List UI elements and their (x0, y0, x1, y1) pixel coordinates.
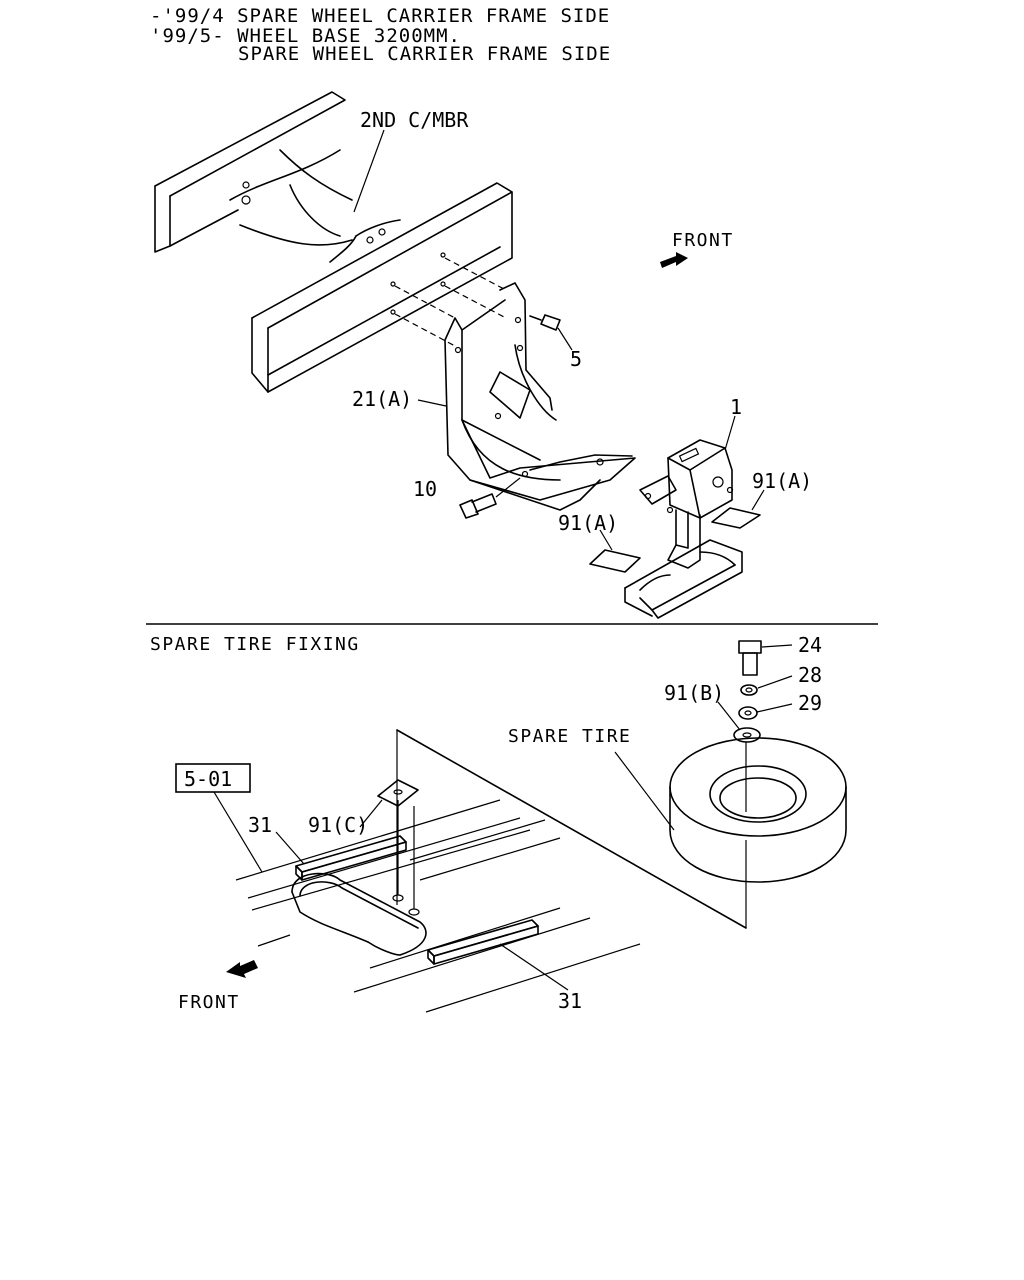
pad-91a-right (711, 507, 761, 529)
chassis-frame-rails (154, 91, 513, 393)
header-line-1: -'99/4 SPARE WHEEL CARRIER FRAME SIDE (150, 5, 610, 27)
nut-29-icon (738, 706, 758, 720)
label-front-bottom: FRONT (178, 992, 240, 1013)
header-line-2: '99/5- WHEEL BASE 3200MM. (150, 25, 461, 47)
callout-1: 1 (730, 395, 742, 419)
pad-91a-lower (589, 549, 641, 573)
ref-box-5-01 (175, 763, 251, 793)
washer-91b-icon (733, 727, 761, 743)
callout-91c: 91(C) (308, 813, 368, 837)
callout-10: 10 (413, 477, 437, 501)
bolt-5-icon (529, 314, 561, 331)
callout-31-lower: 31 (558, 989, 582, 1013)
front-arrow-bottom-icon (226, 960, 258, 978)
winch-carrier-unit (639, 439, 734, 569)
fastener-guide-lines (394, 257, 507, 347)
bolt-10-icon (459, 493, 497, 519)
callout-91a-lower: 91(A) (558, 511, 618, 535)
ref-box-5-01-label: 5-01 (184, 767, 232, 791)
front-arrow-icon (660, 252, 688, 268)
callout-21a: 21(A) (352, 387, 412, 411)
callout-5: 5 (570, 347, 582, 371)
spare-tire (669, 737, 847, 928)
floor-panel (235, 729, 747, 1013)
label-spare-tire: SPARE TIRE (508, 726, 631, 747)
carrier-bracket (444, 282, 636, 511)
label-2nd-crossmember: 2ND C/MBR (360, 108, 469, 132)
callout-31-upper: 31 (248, 813, 272, 837)
bar-31-upper (295, 835, 407, 881)
header-line-3: SPARE WHEEL CARRIER FRAME SIDE (238, 43, 611, 65)
bar-31-lower (427, 919, 539, 965)
callout-91b: 91(B) (664, 681, 724, 705)
callout-91a-right: 91(A) (752, 469, 812, 493)
callout-28: 28 (798, 663, 822, 687)
mounting-holes (392, 800, 420, 916)
label-front-top: FRONT (672, 230, 734, 251)
lower-cradle-frame (624, 539, 743, 619)
washer-28-icon (740, 684, 758, 696)
section-title-spare-tire-fixing: SPARE TIRE FIXING (150, 634, 360, 655)
callout-24: 24 (798, 633, 822, 657)
bolt-24-icon (738, 640, 762, 676)
callout-29: 29 (798, 691, 822, 715)
plate-91c (377, 779, 419, 807)
